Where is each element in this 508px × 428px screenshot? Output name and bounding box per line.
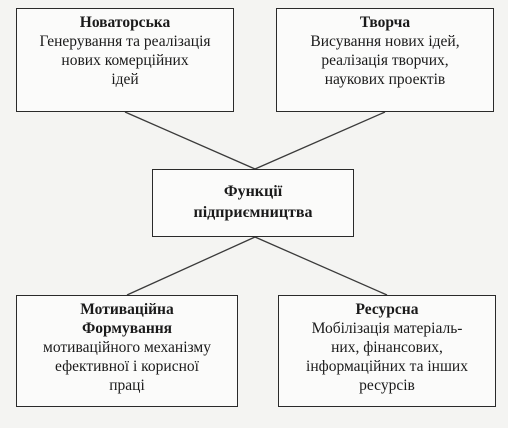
innovative-desc-line: Генерування та реалізація — [39, 33, 211, 50]
connector-innovative-center — [124, 111, 256, 170]
innovative-desc-line: нових комерційних — [61, 52, 189, 69]
creative-desc-line: Висування нових ідей, — [310, 33, 460, 50]
motivation-desc-line: мотиваційного механізму — [43, 339, 211, 356]
resource-desc-line: інформаційних та інших — [306, 358, 468, 375]
motivation-title-line: Формування — [81, 320, 173, 337]
resource-desc-line: них, фінансових, — [331, 339, 443, 356]
motivation-desc-line: ефективної і корисної — [55, 358, 199, 375]
motivation-title-line: Мотиваційна — [80, 301, 174, 318]
connector-center-resource — [254, 236, 388, 296]
resource-title: Ресурсна — [355, 301, 419, 318]
box-central-concept: Функції підприємництва — [152, 169, 354, 237]
resource-desc-line: ресурсів — [359, 377, 415, 394]
connector-center-motivation — [126, 236, 256, 296]
creative-title: Творча — [359, 14, 411, 31]
resource-desc-line: Мобілізація матеріаль- — [311, 320, 463, 337]
box-resource-function: Ресурсна Мобілізація матеріаль- них, фін… — [278, 295, 496, 407]
creative-desc-line: реалізація творчих, — [321, 52, 449, 69]
box-creative-function: Творча Висування нових ідей, реалізація … — [276, 8, 494, 112]
center-title-line: Функції — [223, 183, 283, 200]
motivation-desc-line: праці — [109, 377, 145, 394]
box-innovative-function: Новаторська Генерування та реалізація но… — [16, 8, 234, 112]
connector-creative-center — [254, 111, 386, 170]
box-motivation-function: Мотиваційна Формування мотиваційного мех… — [16, 295, 238, 407]
center-title-line: підприємництва — [193, 204, 313, 221]
innovative-desc-line: ідей — [111, 71, 139, 88]
creative-desc-line: наукових проектів — [324, 71, 446, 88]
innovative-title: Новаторська — [79, 14, 171, 31]
